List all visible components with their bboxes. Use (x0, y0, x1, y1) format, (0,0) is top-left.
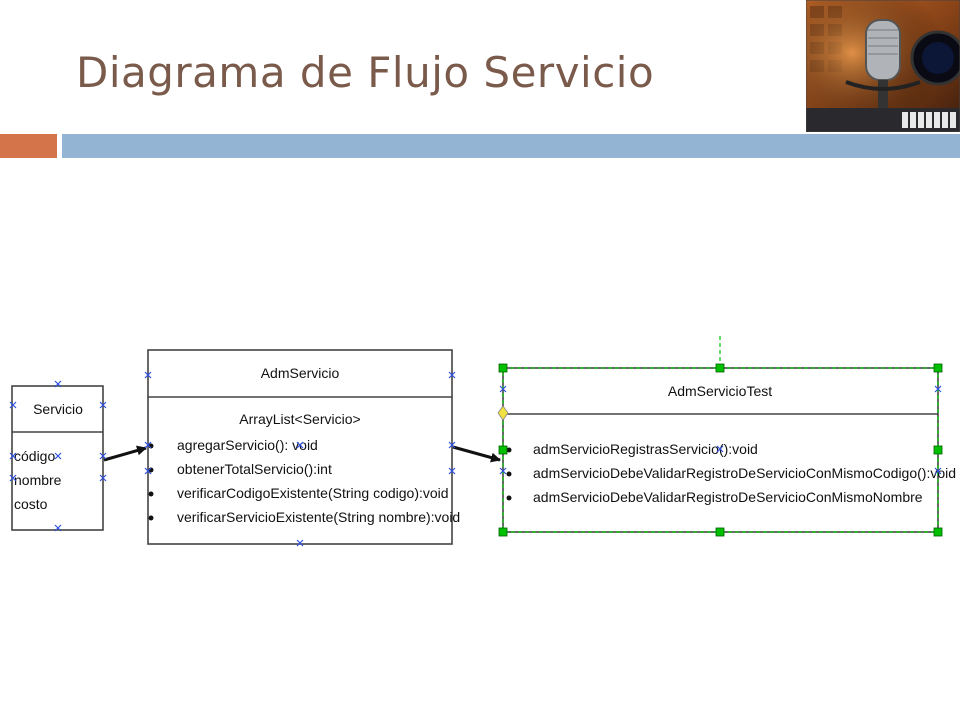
resize-handle[interactable] (933, 527, 943, 537)
resize-handle[interactable] (498, 363, 508, 373)
class-admserviciotest-method: admServicioDebeValidarRegistroDeServicio… (533, 489, 923, 505)
class-servicio[interactable]: Servicio código nombre costo (11, 385, 104, 531)
class-admserviciotest-name: AdmServicioTest (668, 383, 772, 399)
adjust-handle-icon[interactable] (497, 405, 509, 421)
class-servicio-member: nombre (14, 472, 62, 488)
uml-diagram: Servicio código nombre costo AdmServicio… (9, 336, 956, 547)
class-admserviciotest[interactable]: AdmServicioTest admServicioRegistrasServ… (502, 336, 956, 533)
bullet-icon (506, 495, 512, 501)
bullet-icon (148, 491, 154, 497)
resize-handle[interactable] (715, 527, 725, 537)
class-admservicio-method: agregarServicio(): void (177, 437, 318, 453)
class-servicio-box (11, 385, 104, 531)
connection-point-icons (9, 371, 942, 547)
class-admserviciotest-method: admServicioDebeValidarRegistroDeServicio… (533, 465, 956, 481)
bullet-icon (506, 471, 512, 477)
class-servicio-member: costo (14, 496, 48, 512)
class-admservicio-box (147, 349, 453, 545)
class-admservicio-method: obtenerTotalServicio():int (177, 461, 332, 477)
class-servicio-member: código (14, 448, 55, 464)
resize-handle[interactable] (715, 363, 725, 373)
class-servicio-name: Servicio (33, 401, 83, 417)
resize-handle[interactable] (933, 445, 943, 455)
resize-handle[interactable] (933, 363, 943, 373)
class-admserviciotest-method: admServicioRegistrasServicio():void (533, 441, 758, 457)
class-admservicio-name: AdmServicio (261, 365, 340, 381)
accent-bar-blue (62, 134, 960, 158)
association-arrow[interactable] (103, 445, 147, 462)
bullet-icon (148, 515, 154, 521)
class-admservicio-attribute: ArrayList<Servicio> (239, 411, 360, 427)
slide-title: Diagrama de Flujo Servicio (76, 48, 655, 97)
accent-bar-orange (0, 134, 57, 158)
class-admservicio[interactable]: AdmServicio ArrayList<Servicio> agregarS… (147, 349, 460, 545)
resize-handle[interactable] (498, 527, 508, 537)
selection-handles[interactable] (498, 363, 943, 537)
class-admservicio-method: verificarServicioExistente(String nombre… (177, 509, 460, 525)
studio-microphone-photo (806, 0, 960, 132)
association-arrow[interactable] (452, 445, 501, 463)
bullet-icon (506, 447, 512, 453)
resize-handle[interactable] (498, 445, 508, 455)
class-admservicio-method: verificarCodigoExistente(String codigo):… (177, 485, 449, 501)
